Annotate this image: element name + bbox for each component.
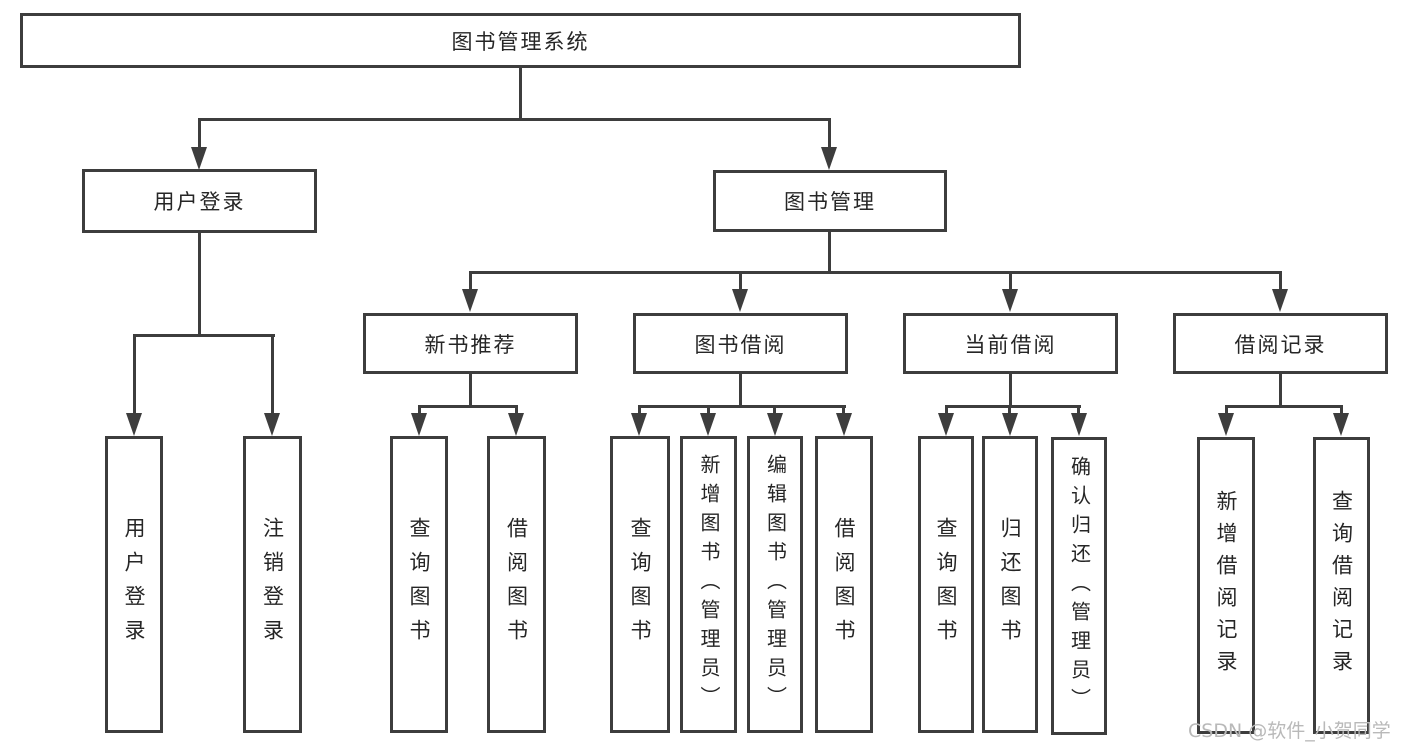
leaf-label: 用户登录 [122,516,147,653]
arrow-down-icon [1218,413,1234,436]
connector-line [1077,405,1080,415]
arrow-down-icon [700,413,716,436]
leaf-label: 归还图书 [998,516,1023,653]
connector-line [739,271,742,291]
arrow-down-icon [126,413,142,436]
node-user-login: 用户登录 [82,169,317,233]
connector-line [638,405,641,415]
leaf-bb-edit-books-admin: 编辑图书（管理员） [747,436,803,733]
connector-line [945,405,1081,408]
node-current-borrowing: 当前借阅 [903,313,1118,374]
connector-line [418,405,421,415]
leaf-br-query-record: 查询借阅记录 [1313,437,1370,734]
connector-line [638,405,846,408]
leaf-label: 查询借阅记录 [1329,489,1354,682]
connector-line [133,334,275,337]
connector-line [1225,405,1228,415]
leaf-label: 注销登录 [260,516,285,653]
connector-line [1009,374,1012,407]
leaf-nb-query-books: 查询图书 [390,436,448,733]
leaf-label: 借阅图书 [832,516,857,653]
node-book-management: 图书管理 [713,170,947,232]
leaf-label: 查询图书 [407,516,432,653]
arrow-down-icon [767,413,783,436]
arrow-down-icon [631,413,647,436]
node-new-book-recommendation: 新书推荐 [363,313,578,374]
arrow-down-icon [938,413,954,436]
leaf-bb-borrow-books: 借阅图书 [815,436,873,733]
connector-line [418,405,518,408]
connector-line [1340,405,1343,415]
arrow-down-icon [191,147,207,170]
leaf-br-add-record: 新增借阅记录 [1197,437,1255,734]
arrow-down-icon [1071,413,1087,436]
connector-line [707,405,710,415]
connector-line [271,334,274,415]
arrow-down-icon [411,413,427,436]
arrow-down-icon [836,413,852,436]
leaf-label: 借阅图书 [504,516,529,653]
arrow-down-icon [462,289,478,312]
node-root: 图书管理系统 [20,13,1021,68]
leaf-label: 新增借阅记录 [1214,489,1239,682]
arrow-down-icon [821,147,837,170]
arrow-down-icon [1272,289,1288,312]
leaf-nb-borrow-books: 借阅图书 [487,436,546,733]
connector-line [1225,405,1343,408]
leaf-label: 编辑图书（管理员） [763,454,788,715]
leaf-user-login: 用户登录 [105,436,163,733]
arrow-down-icon [1333,413,1349,436]
connector-line [1009,271,1012,291]
connector-line [469,271,472,291]
connector-line [828,232,831,273]
csdn-watermark: CSDN @软件_小贺同学 [1188,720,1391,742]
connector-line [842,405,845,415]
leaf-cb-query-books: 查询图书 [918,436,974,733]
leaf-logout: 注销登录 [243,436,302,733]
connector-line [469,271,1282,274]
connector-line [198,233,201,336]
node-book-borrowing: 图书借阅 [633,313,848,374]
connector-line [828,118,831,150]
connector-line [1279,374,1282,407]
connector-line [945,405,948,415]
connector-line [1008,405,1011,415]
leaf-label: 确认归还（管理员） [1067,455,1092,717]
leaf-bb-query-books: 查询图书 [610,436,670,733]
connector-line [198,118,831,121]
leaf-cb-confirm-return-admin: 确认归还（管理员） [1051,437,1107,735]
node-borrowing-records: 借阅记录 [1173,313,1388,374]
connector-line [469,374,472,407]
arrow-down-icon [1002,413,1018,436]
leaf-cb-return-books: 归还图书 [982,436,1038,733]
connector-line [1279,271,1282,291]
connector-line [515,405,518,415]
arrow-down-icon [732,289,748,312]
connector-line [739,374,742,407]
connector-line [773,405,776,415]
leaf-label: 查询图书 [934,516,959,653]
arrow-down-icon [264,413,280,436]
leaf-label: 查询图书 [628,516,653,653]
connector-line [133,334,136,415]
leaf-bb-add-books-admin: 新增图书（管理员） [680,436,737,733]
connector-line [198,118,201,150]
arrow-down-icon [508,413,524,436]
arrow-down-icon [1002,289,1018,312]
connector-line [519,68,522,121]
leaf-label: 新增图书（管理员） [697,454,721,715]
